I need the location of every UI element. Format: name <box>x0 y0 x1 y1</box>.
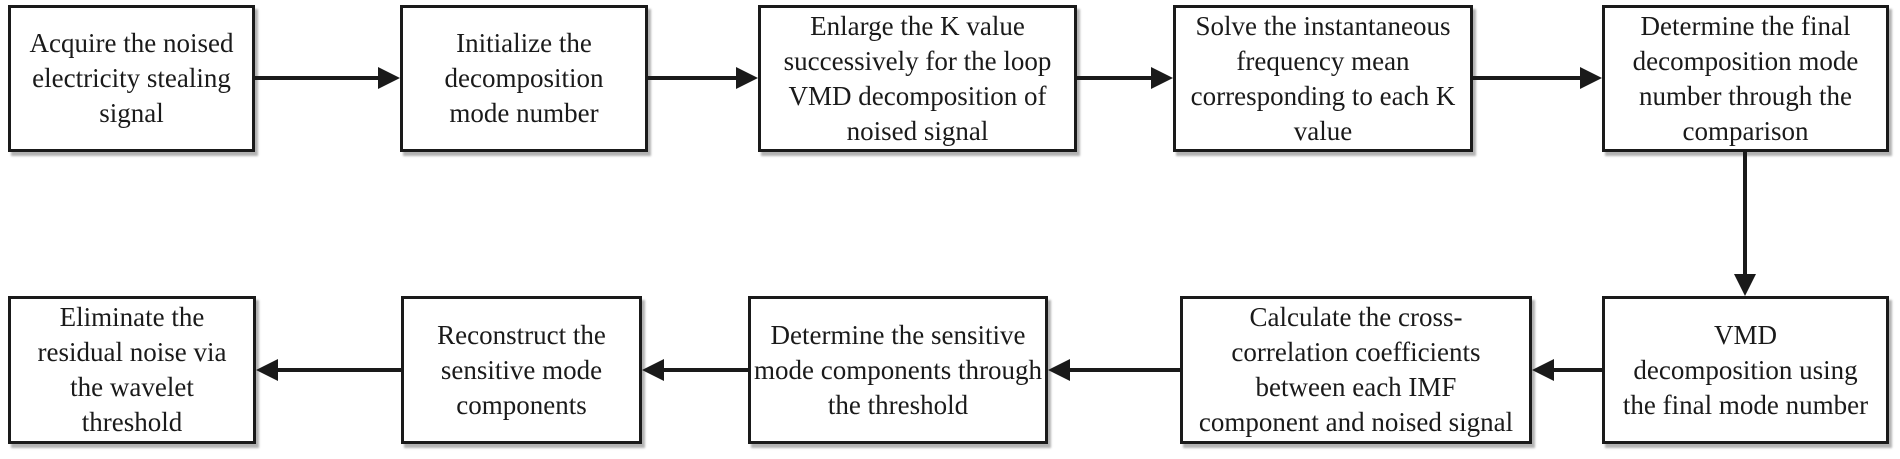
arrow-shaft <box>255 76 382 80</box>
arrow-shaft <box>660 368 748 372</box>
step-label-6: VMD decomposition using the final mode n… <box>1622 319 1869 420</box>
step-label-1: Acquire the noised electricity stealing … <box>29 28 234 128</box>
step-label-8: Determine the sensitive mode components … <box>754 319 1042 420</box>
arrowhead-icon <box>256 359 278 381</box>
step-box-2: Initialize the decomposition mode number <box>400 5 648 152</box>
arrowhead-icon <box>1734 274 1756 296</box>
step-label-3: Enlarge the K value successively for the… <box>783 10 1052 146</box>
step-label-5: Determine the final decomposition mode n… <box>1632 10 1859 146</box>
arrow-shaft <box>1066 368 1180 372</box>
step-box-5: Determine the final decomposition mode n… <box>1602 5 1889 152</box>
step-label-7: Calculate the cross- correlation coeffic… <box>1198 302 1514 437</box>
step-box-8: Determine the sensitive mode components … <box>748 296 1048 444</box>
step-box-9: Reconstruct the sensitive mode component… <box>401 296 642 444</box>
step-label-10: Eliminate the residual noise via the wav… <box>37 302 227 437</box>
arrow-shaft <box>1077 76 1155 80</box>
arrow-shaft <box>1550 368 1602 372</box>
arrowhead-icon <box>378 67 400 89</box>
arrowhead-icon <box>1151 67 1173 89</box>
step-box-3: Enlarge the K value successively for the… <box>758 5 1077 152</box>
step-box-4: Solve the instantaneous frequency mean c… <box>1173 5 1473 152</box>
step-label-2: Initialize the decomposition mode number <box>444 28 604 128</box>
step-label-4: Solve the instantaneous frequency mean c… <box>1190 10 1456 146</box>
arrowhead-icon <box>1048 359 1070 381</box>
step-label-9: Reconstruct the sensitive mode component… <box>437 319 606 420</box>
arrowhead-icon <box>1532 359 1554 381</box>
arrowhead-icon <box>736 67 758 89</box>
arrow-shaft <box>1743 152 1747 278</box>
arrowhead-icon <box>1580 67 1602 89</box>
step-box-10: Eliminate the residual noise via the wav… <box>8 296 256 444</box>
step-box-7: Calculate the cross- correlation coeffic… <box>1180 296 1532 444</box>
arrowhead-icon <box>642 359 664 381</box>
arrow-shaft <box>274 368 401 372</box>
arrow-shaft <box>648 76 740 80</box>
step-box-1: Acquire the noised electricity stealing … <box>8 5 255 152</box>
arrow-shaft <box>1473 76 1584 80</box>
step-box-6: VMD decomposition using the final mode n… <box>1602 296 1889 444</box>
